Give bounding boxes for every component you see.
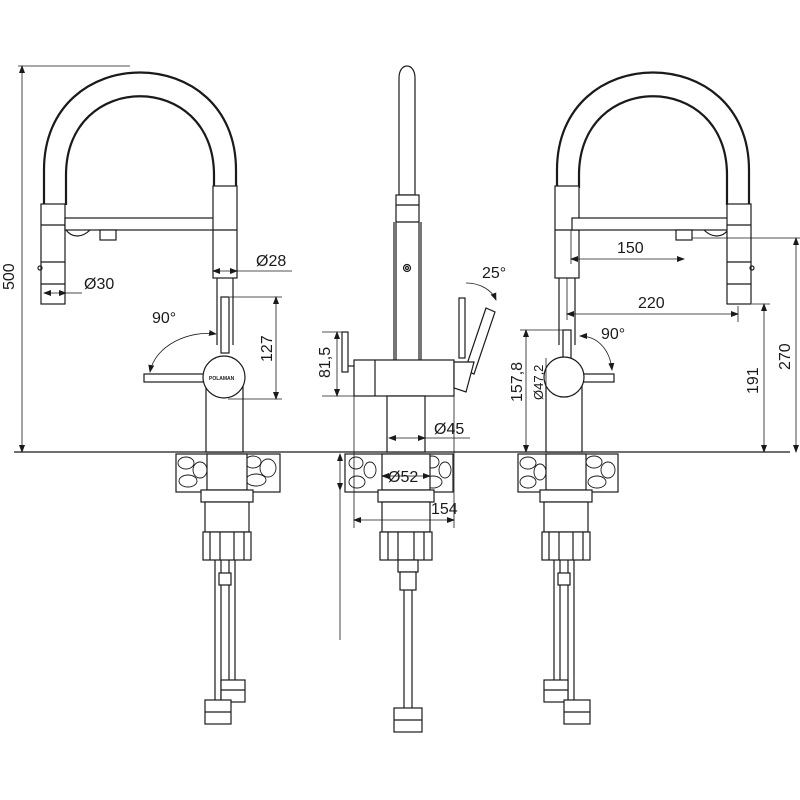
front-lever	[220, 296, 230, 354]
rear-hose-arc	[555, 71, 751, 205]
rear-pillar	[554, 185, 580, 279]
rear-lever-angle: 90°	[601, 326, 625, 343]
rear-reach-short: 150	[617, 240, 644, 257]
rear-bracket	[571, 217, 729, 231]
rear-spray-head	[726, 203, 752, 305]
rear-body-diameter: Ø47,2	[531, 365, 546, 400]
front-spray-head	[40, 203, 66, 305]
brand-label: POLAMAN	[209, 376, 235, 382]
front-lever-angle: 90°	[152, 310, 176, 327]
front-pillar	[212, 185, 238, 279]
rear-lever-height: 157,8	[509, 362, 526, 402]
rear-total-height: 270	[777, 343, 794, 370]
side-body-diameter: Ø45	[434, 421, 464, 438]
rear-supply-hoses	[553, 560, 575, 700]
side-lever-angle: 25°	[482, 265, 506, 282]
rear-stones	[519, 455, 616, 489]
rear-reach-long: 220	[638, 295, 665, 312]
side-body-height: 81,5	[317, 347, 334, 378]
front-spout-diameter: Ø28	[256, 253, 286, 270]
side-left-lever	[341, 331, 349, 373]
front-supply-hoses	[214, 560, 236, 700]
side-spout-neck	[398, 65, 416, 196]
front-total-height: 500	[1, 263, 18, 290]
front-lever-height: 127	[259, 335, 276, 362]
side-supply-hoses	[403, 590, 413, 710]
rear-outlet-height: 191	[745, 367, 762, 394]
front-lock-nut	[202, 531, 252, 561]
rear-view: 90° 150 220	[509, 71, 800, 725]
rear-lock-nut	[541, 531, 591, 561]
front-hose-diameter: Ø30	[84, 276, 114, 293]
front-hose-arc	[42, 71, 238, 205]
side-right-lever	[464, 307, 496, 375]
side-view: 25° 81,5 Ø45 Ø52	[317, 65, 506, 733]
side-base-diameter: Ø52	[388, 469, 418, 486]
front-view: POLAMAN 90° 500	[1, 65, 292, 725]
side-base-depth: 154	[431, 501, 458, 518]
front-stones	[177, 455, 277, 488]
side-body	[353, 359, 455, 397]
front-bracket	[64, 217, 218, 231]
